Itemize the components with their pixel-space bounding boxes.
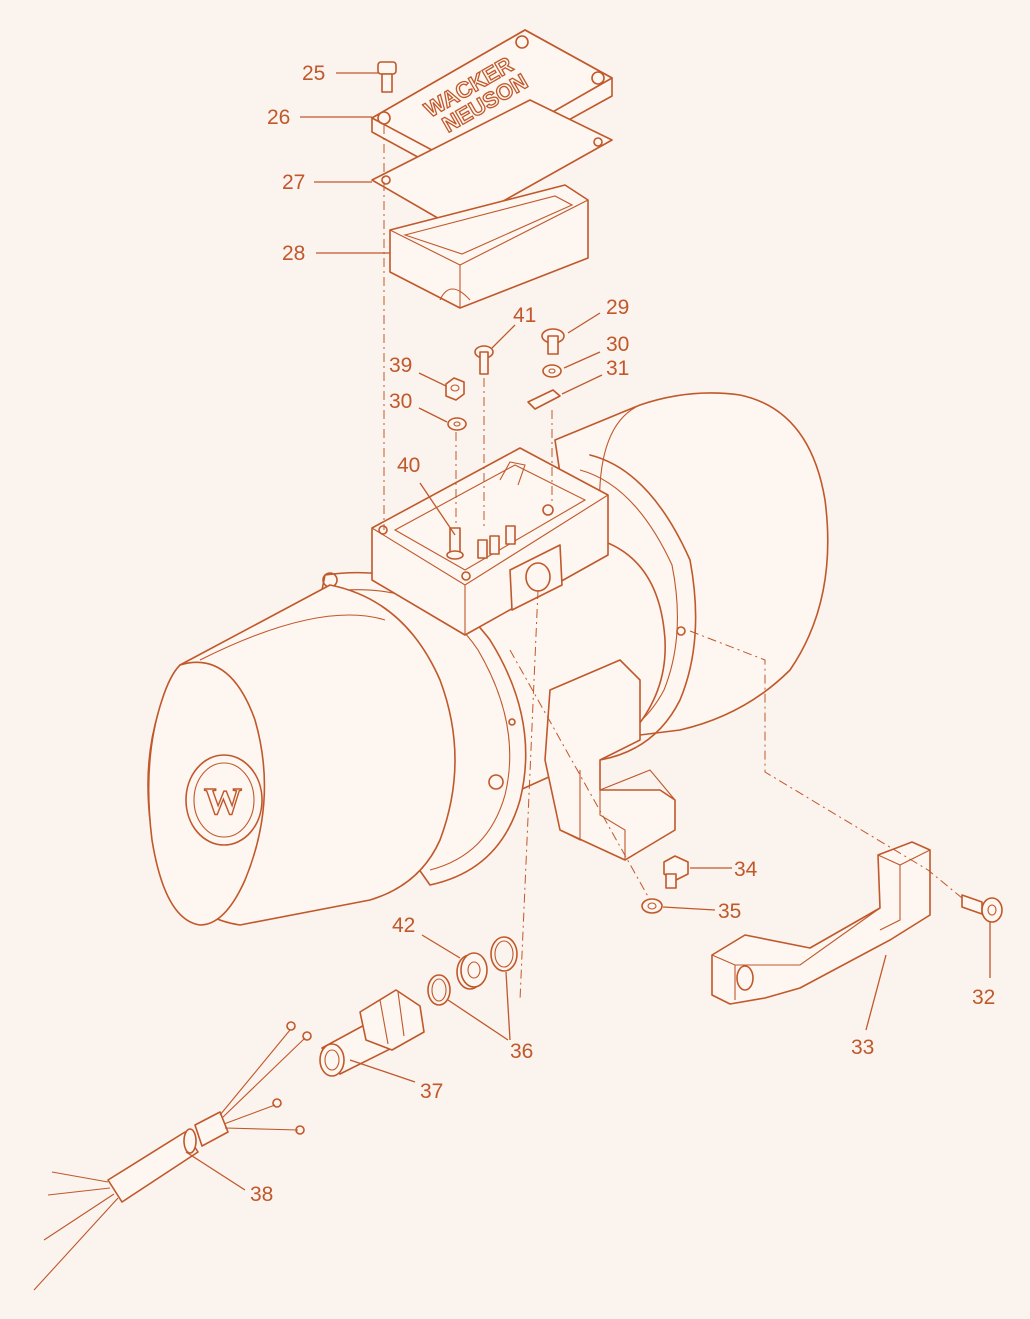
w-emblem-letter: W: [204, 781, 242, 823]
cable-gland-37: [319, 989, 425, 1077]
gasket: [371, 99, 613, 229]
screw-25: [377, 61, 397, 93]
callout-27: 27: [282, 171, 305, 194]
o-ring-36-left: [427, 974, 451, 1006]
callout-30-left: 30: [389, 390, 412, 413]
bolt-34: [663, 855, 689, 889]
alignment-lines: [383, 125, 963, 1001]
terminal-frame: [389, 184, 589, 309]
o-ring-36-right: [490, 936, 518, 972]
callout-30-right: 30: [606, 333, 629, 356]
callout-41: 41: [513, 304, 536, 327]
callout-32: 32: [972, 986, 995, 1009]
callout-39: 39: [389, 354, 412, 377]
mounting-foot-top: [599, 769, 676, 860]
cable-38: [33, 1021, 312, 1291]
flange-hole-2: [508, 718, 516, 726]
motor-assembly: W: [147, 392, 829, 926]
right-flange-hole: [676, 626, 686, 636]
ground-lug-31: [527, 389, 561, 410]
callout-34: 34: [734, 858, 758, 881]
front-housing-highlight: [199, 614, 386, 661]
callout-31: 31: [606, 357, 629, 380]
callout-37: 37: [420, 1080, 443, 1103]
callout-40: 40: [397, 454, 420, 477]
mounting-foot-side: [559, 770, 581, 841]
w-emblem: W: [185, 754, 263, 846]
callout-29: 29: [606, 296, 629, 319]
screw-41: [474, 345, 494, 375]
washer-35: [641, 898, 663, 914]
right-flange-ring: [589, 454, 697, 761]
nut-39: [445, 377, 465, 401]
callout-labels: 25 26 27 28 29 30 31 39 30 41 40 34 35 3…: [250, 62, 995, 1206]
callout-35: 35: [718, 900, 741, 923]
washer-30-right: [542, 364, 562, 378]
callout-42: 42: [392, 914, 415, 937]
callout-28: 28: [282, 242, 305, 265]
front-housing-face: [147, 661, 266, 926]
washer-30-left: [447, 417, 467, 431]
callout-33: 33: [851, 1036, 874, 1059]
callout-38: 38: [250, 1183, 273, 1206]
callout-36: 36: [510, 1040, 533, 1063]
callout-25: 25: [302, 62, 325, 85]
handle-33: [711, 841, 931, 1005]
terminal-box-base: [371, 447, 609, 636]
flange-bolt-2: [488, 774, 504, 790]
leader-lines: [185, 72, 991, 1191]
seal-42: [456, 952, 488, 990]
screw-32: [961, 894, 1003, 923]
callout-26: 26: [267, 106, 290, 129]
screw-29: [541, 328, 565, 355]
